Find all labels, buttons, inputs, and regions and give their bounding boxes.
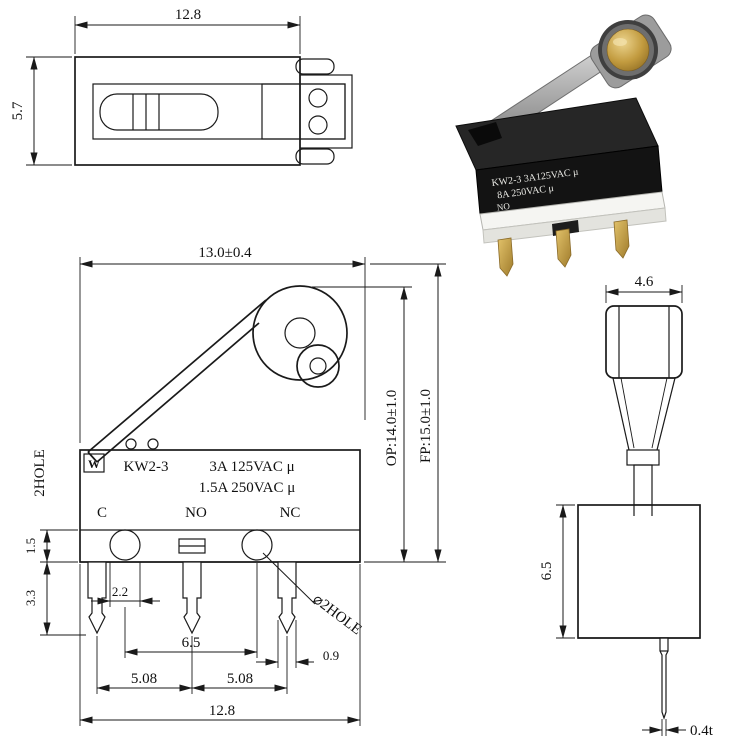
photo-pin-1	[497, 237, 514, 277]
front-view-dim-overall: 13.0±0.4	[79, 245, 366, 443]
side-view-body-outline	[577, 504, 701, 639]
top-view-rivet-bottom	[308, 115, 328, 135]
side-view-dim-4-6: 4.6	[605, 274, 683, 303]
front-view-dim-op: OP:14.0±1.0	[312, 286, 446, 563]
front-view-op-label: OP:14.0±1.0	[384, 390, 400, 467]
side-view-dim-0-4t: 0.4t	[642, 719, 714, 739]
side-view-drawing: 4.6 6.5 0.4t	[539, 274, 714, 739]
top-view-clip-bottom	[295, 148, 335, 165]
front-view-2-2-label: 2.2	[112, 584, 128, 599]
photo-pin-3	[613, 219, 630, 259]
top-view-hinge-box	[261, 83, 346, 140]
photo-marking-no: NO	[496, 201, 511, 213]
front-view-overall-label: 13.0±0.4	[198, 245, 252, 261]
side-view-plunger	[633, 464, 653, 506]
front-view-3-3-label: 3.3	[23, 590, 38, 606]
front-view-roller-pivot	[296, 344, 340, 388]
side-view-6-5-label: 6.5	[539, 562, 555, 581]
front-view-rating-line2: 1.5A 250VAC μ	[199, 480, 296, 496]
top-view-drawing: 12.8 5.7	[10, 7, 353, 166]
front-view-mounting-hole-left	[109, 529, 141, 561]
front-view-dim-12-8: 12.8	[79, 564, 361, 726]
front-view-rating-line1: 3A 125VAC μ	[209, 459, 294, 475]
top-view-height-label: 5.7	[10, 101, 26, 120]
front-view-6-5-label: 6.5	[182, 635, 201, 651]
side-view-4-6-label: 4.6	[635, 274, 654, 290]
front-view-12-8-label: 12.8	[209, 703, 235, 719]
front-view-dim-2-2: 2.2	[91, 562, 160, 607]
photo-roller-brass	[606, 28, 650, 72]
front-view-hinge-rivet-1	[125, 438, 137, 450]
front-view-dim-0-9: 0.9	[256, 620, 339, 668]
top-view-rivet-top	[308, 88, 328, 108]
photo-pin-2	[555, 228, 572, 268]
side-view-dim-6-5: 6.5	[539, 504, 575, 639]
front-view-dim-5-08-a: 5.08	[96, 636, 193, 694]
front-view-hinge-rivet-2	[147, 438, 159, 450]
front-view-roller	[252, 285, 348, 381]
front-view-roller-pivot-bore	[309, 357, 327, 375]
front-view-model-label: KW2-3	[124, 459, 169, 475]
side-view-pin	[659, 637, 669, 720]
front-view-fp-label: FP:15.0±1.0	[418, 389, 434, 463]
front-view-dim-6-5: 6.5	[124, 563, 258, 658]
top-view-roller-bracket	[299, 74, 353, 149]
front-view-5-08-a-label: 5.08	[131, 671, 157, 687]
front-view-pin-1	[87, 562, 107, 635]
front-view-roller-bore	[284, 317, 316, 349]
front-view-2hole-label: 2HOLE	[32, 449, 48, 497]
front-view-logo-box	[83, 453, 105, 473]
front-view-pin-2	[182, 562, 202, 635]
front-view-body-outline	[79, 449, 361, 563]
side-view-0-4t-label: 0.4t	[690, 723, 714, 739]
front-view-dim-3-3: 3.3	[23, 561, 86, 636]
top-view-dim-width: 12.8	[74, 7, 301, 54]
photo-roller-highlight	[613, 38, 627, 46]
photo-lever-hinge	[468, 122, 502, 146]
product-photo: KW2-3 3A125VAC μ 8A 250VAC μ NO	[455, 14, 672, 277]
top-view-width-label: 12.8	[175, 7, 201, 23]
front-view-drawing: W KW2-3 3A 125VAC μ 1.5A 250VAC μ C NO N…	[23, 245, 446, 726]
front-view-logo: W	[88, 457, 100, 471]
front-view-0-9-label: 0.9	[323, 648, 339, 663]
front-view-pin-3	[277, 562, 297, 635]
top-view-clip-top	[295, 58, 335, 75]
front-view-dim-fp: FP:15.0±1.0	[370, 263, 446, 563]
front-view-dim-5-08-b: 5.08	[191, 636, 288, 694]
front-view-terminal-c: C	[97, 505, 107, 521]
side-view-lever-end	[626, 449, 660, 466]
front-view-terminal-no: NO	[185, 505, 207, 521]
top-view-dim-height: 5.7	[10, 56, 72, 166]
front-view-1-5-label: 1.5	[23, 538, 38, 554]
top-view-body-outline	[74, 56, 301, 166]
front-view-terminal-nc: NC	[280, 505, 301, 521]
front-view-dia2hole-label: ⌀2HOLE	[310, 591, 365, 638]
front-view-mounting-hole-right	[241, 529, 273, 561]
front-view-dim-1-5: 1.5	[23, 529, 78, 563]
front-view-5-08-b-label: 5.08	[227, 671, 253, 687]
side-view-roller	[605, 305, 683, 379]
